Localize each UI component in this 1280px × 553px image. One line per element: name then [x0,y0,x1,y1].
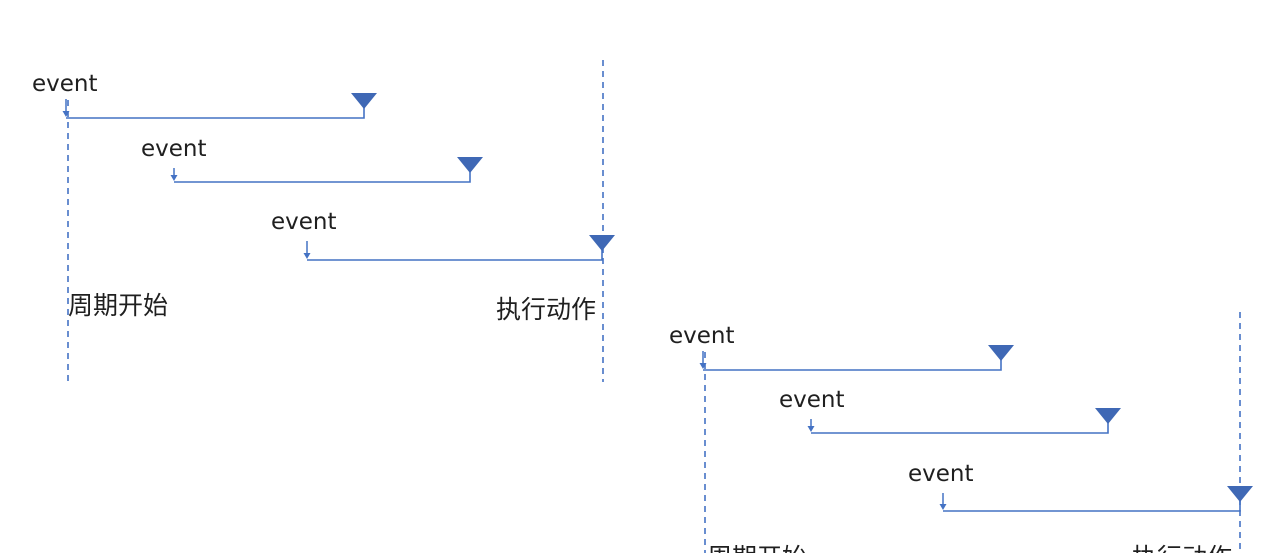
event-arrow-head [939,504,947,510]
event-label: event [271,209,337,235]
event-label: event [141,136,207,162]
event-arrow-head [699,363,707,369]
delay-timer-line [703,356,1002,371]
timer-end-marker [351,93,377,109]
cycle-start-label: 周期开始 [68,291,168,320]
timer-end-marker [988,345,1014,361]
execute-action-label: 执行动作 [1132,543,1232,553]
delay-timer-line [66,104,365,119]
timer-end-marker [1227,486,1253,502]
event-label: event [32,71,98,97]
event-1: event [32,71,377,119]
timing-diagram-2: event event event 周期开始 执行动作 [669,312,1253,553]
event-label: event [779,387,845,413]
timing-diagram-1: event event event 周期开始 执行动作 [32,60,615,382]
event-3: event [271,209,615,261]
delay-timer-line [307,246,603,261]
event-label: event [669,323,735,349]
timer-end-marker [1095,408,1121,424]
event-arrow-head [303,253,311,259]
event-arrow-head [170,175,178,181]
timer-end-marker [457,157,483,173]
cycle-start-label: 周期开始 [707,543,807,553]
event-arrow-head [62,111,70,117]
event-label: event [908,461,974,487]
delay-timer-line [943,497,1241,512]
delay-timer-line [811,419,1109,434]
event-arrow-head [807,426,815,432]
timer-end-marker [589,235,615,251]
event-2: event [779,387,1121,434]
delay-timer-line [174,168,471,183]
execute-action-label: 执行动作 [496,295,596,324]
event-1: event [669,323,1014,371]
event-2: event [141,136,483,183]
event-3: event [908,461,1253,512]
